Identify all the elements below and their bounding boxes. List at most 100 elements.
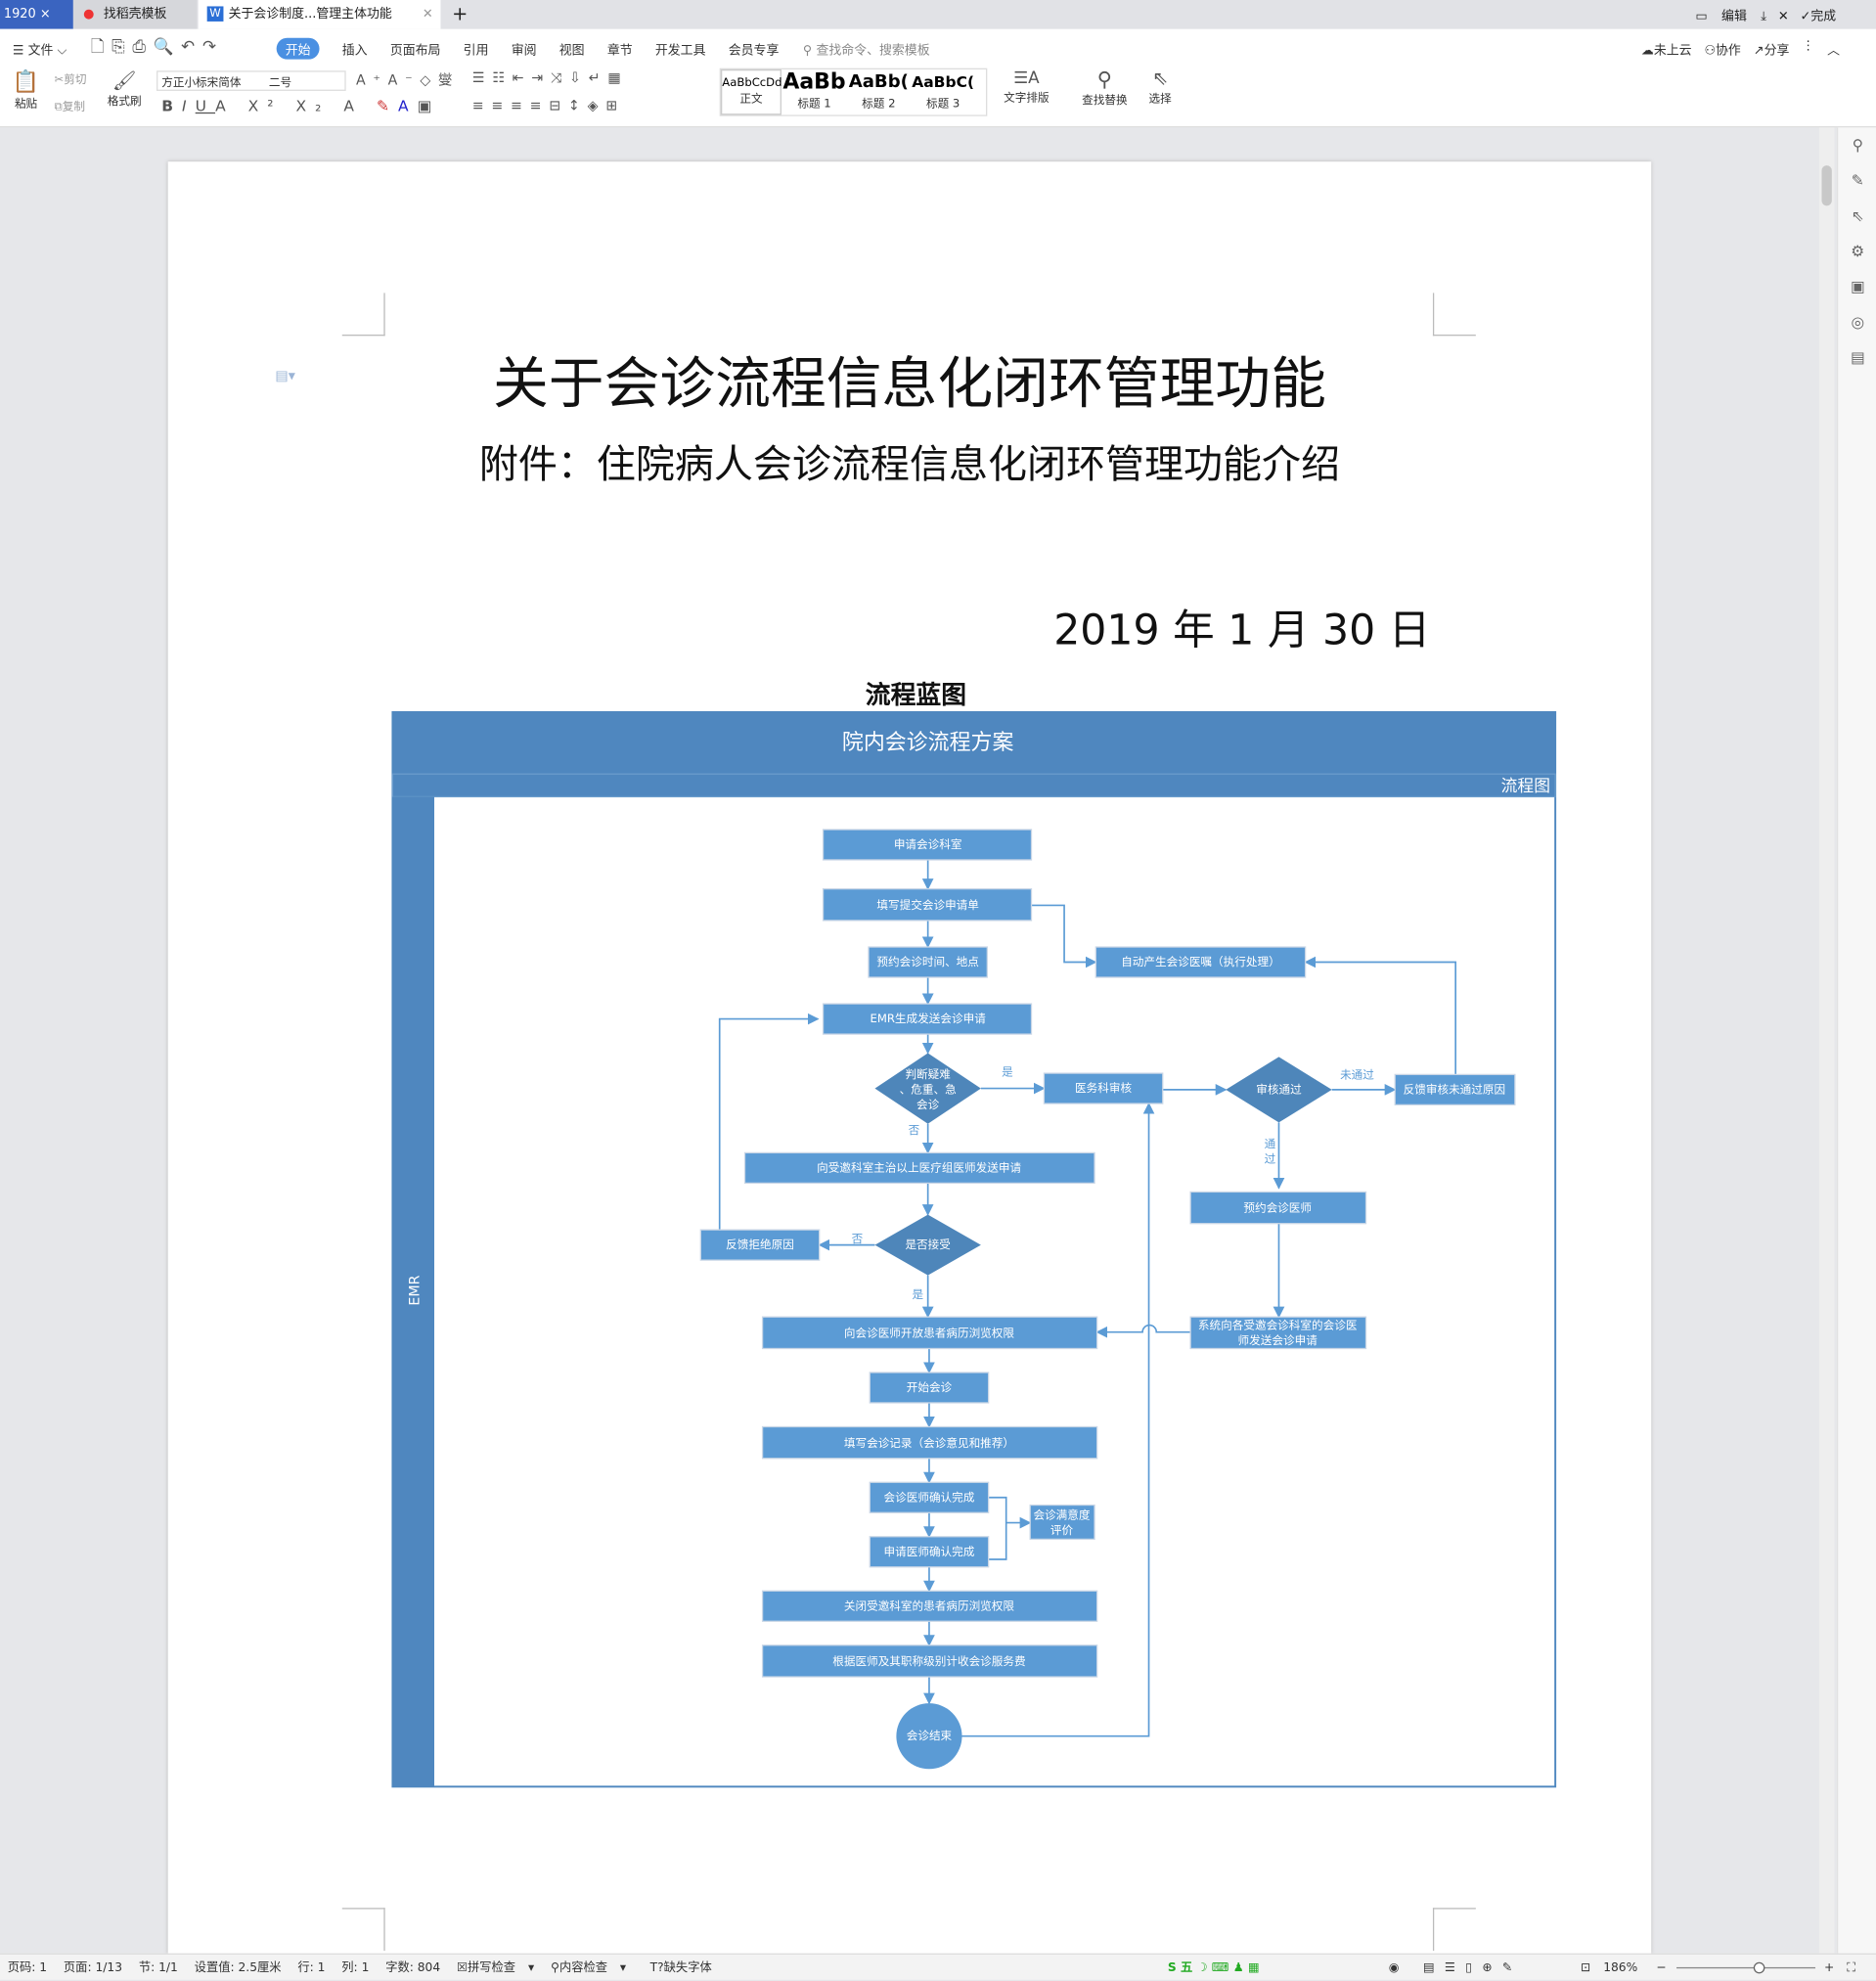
content-check-button[interactable]: ⚲内容检查▾ xyxy=(550,1960,627,1975)
edit-button[interactable]: 编辑 xyxy=(1721,10,1747,24)
size-value[interactable]: 二号 xyxy=(268,76,292,90)
font-value: 方正小标宋简体 xyxy=(161,76,242,90)
node-medical-review xyxy=(1043,1072,1164,1104)
paste-button[interactable]: 📋粘贴 xyxy=(13,69,39,112)
missing-font-button[interactable]: T?缺失字体 xyxy=(649,1960,712,1975)
zoom-in-icon[interactable]: + xyxy=(1824,1960,1835,1975)
layout-icon[interactable]: ▭ xyxy=(1695,10,1708,24)
style-label: 标题 1 xyxy=(797,98,831,112)
node-label: 自动产生会诊医嘱（执行处理） xyxy=(1121,955,1280,968)
status-page-number[interactable]: 页码: 1 xyxy=(7,1960,48,1975)
node-label: 申请医师确认完成 xyxy=(884,1545,975,1558)
tab-review[interactable]: 审阅 xyxy=(511,44,537,59)
node-open-records xyxy=(761,1316,1098,1350)
format-painter-button[interactable]: 🖌格式刷 xyxy=(108,69,142,109)
flowchart-subtitle: 流程图 xyxy=(1501,776,1550,795)
window-controls: ▭ 编辑 ⤓ ✕ ✓完成 xyxy=(1695,5,1836,23)
status-word-count[interactable]: 字数: 804 xyxy=(385,1960,441,1975)
quick-access-icons[interactable]: 🗋⎘⎙🔍↶↷ xyxy=(90,37,224,58)
status-pages[interactable]: 页面: 1/13 xyxy=(63,1960,123,1975)
node-label: 判断疑难 xyxy=(905,1067,951,1081)
node-reject-feedback xyxy=(1394,1073,1516,1106)
done-button[interactable]: 完成 xyxy=(1810,10,1837,24)
collab-button[interactable]: ⚇协作 xyxy=(1704,44,1741,59)
node-label: 向会诊医师开放患者病历浏览权限 xyxy=(844,1326,1015,1339)
image-icon[interactable]: ▣ xyxy=(1850,277,1865,296)
magnifier-icon: ⚲ xyxy=(1096,67,1112,91)
more-icon[interactable]: ⋮ xyxy=(1802,39,1815,54)
file-menu[interactable]: ☰ 文件 ⌵ xyxy=(12,44,67,59)
tab-layout[interactable]: 页面布局 xyxy=(389,44,441,59)
edge-label: 过 xyxy=(1265,1152,1276,1166)
tab-chapter[interactable]: 章节 xyxy=(606,44,633,59)
align-tools[interactable]: ≡≡≡≡⊟↕◈⊞ xyxy=(471,97,625,114)
command-search[interactable]: ⚲ 查找命令、搜索模板 xyxy=(802,44,930,59)
tab-view[interactable]: 视图 xyxy=(558,44,585,59)
tab-insert[interactable]: 插入 xyxy=(341,44,368,59)
find-replace-button[interactable]: ⚲查找替换 xyxy=(1082,67,1127,107)
tab-references[interactable]: 引用 xyxy=(463,44,489,59)
settings-icon[interactable]: ⚙ xyxy=(1851,242,1865,260)
brush-icon: 🖌 xyxy=(112,68,137,93)
share-button[interactable]: ↗分享 xyxy=(1753,44,1790,59)
node-consultant-confirm xyxy=(869,1481,990,1513)
close-tab-icon[interactable]: ✕ xyxy=(422,7,433,22)
style-heading-3[interactable]: AaBbC(标题 3 xyxy=(911,69,976,114)
paste-label: 粘贴 xyxy=(14,98,38,112)
ime-icon[interactable]: S 五 ☽ ⌨ ♟ ▦ xyxy=(1167,1960,1260,1975)
style-preview: AaBbCcDd xyxy=(722,76,782,90)
node-label: EMR生成发送会诊申请 xyxy=(871,1012,987,1025)
book-icon[interactable]: ▤ xyxy=(1850,348,1865,367)
zoom-slider[interactable] xyxy=(1676,1966,1816,1969)
edge xyxy=(988,1496,1007,1560)
node-label: 评价 xyxy=(1050,1523,1074,1537)
vertical-scrollbar[interactable] xyxy=(1818,127,1835,1954)
format-tools[interactable]: BIUA X² X₂ A ✎A▣ xyxy=(161,97,441,115)
zoom-level[interactable]: 186% xyxy=(1603,1960,1638,1975)
wps-writer-icon: W xyxy=(206,6,224,22)
tab-member[interactable]: 会员专享 xyxy=(728,44,780,59)
cloud-button[interactable]: ☁未上云 xyxy=(1640,44,1692,59)
font-select[interactable]: 方正小标宋简体 二号 xyxy=(156,70,346,91)
collapse-ribbon-icon[interactable]: ︿ xyxy=(1827,44,1841,59)
location-icon[interactable]: ◎ xyxy=(1851,313,1865,332)
style-heading-2[interactable]: AaBb(标题 2 xyxy=(847,69,911,114)
paragraph-tools[interactable]: ☰☷⇤⇥⤨⇩↵▦ xyxy=(471,68,629,86)
new-tab-button[interactable]: + xyxy=(452,2,469,25)
edge-label: 通 xyxy=(1265,1137,1276,1150)
document-title: 关于会诊流程信息化闭环管理功能 xyxy=(493,352,1326,417)
flowchart-title: 院内会诊流程方案 xyxy=(842,731,1014,755)
edge xyxy=(718,1013,820,1231)
fullscreen-icon[interactable]: ⛶ xyxy=(1847,1960,1855,1975)
sidebar-icon-1[interactable]: ⚲ xyxy=(1852,136,1863,155)
zoom-slider-thumb[interactable] xyxy=(1753,1961,1765,1974)
tab-dev-tools[interactable]: 开发工具 xyxy=(654,44,706,59)
node-label: 向受邀科室主治以上医疗组医师发送申请 xyxy=(817,1160,1021,1174)
zoom-out-icon[interactable]: − xyxy=(1656,1960,1667,1975)
download-icon[interactable]: ⤓ xyxy=(1761,10,1767,24)
section-heading: 流程蓝图 xyxy=(865,679,967,710)
cursor-icon[interactable]: ⇖ xyxy=(1851,206,1864,225)
view-mode-icons[interactable]: ◉ ▤☰▯⊕✎ xyxy=(1388,1960,1523,1975)
pen-icon[interactable]: ✎ xyxy=(1851,171,1864,190)
node-label: 系统向各受邀会诊科室的会诊医 xyxy=(1198,1319,1358,1332)
spell-check-button[interactable]: ☒拼写检查▾ xyxy=(456,1960,535,1975)
close-icon[interactable]: ✕ xyxy=(1777,10,1789,24)
cut-button[interactable]: ✂剪切 xyxy=(54,74,87,88)
tab-start[interactable]: 开始 xyxy=(276,37,320,60)
node-refuse-feedback xyxy=(699,1229,821,1261)
tab-templates[interactable]: ●找稻壳模板 xyxy=(72,0,198,29)
copy-button[interactable]: ⧉复制 xyxy=(54,101,86,114)
scroll-thumb[interactable] xyxy=(1821,165,1832,206)
font-size-tools[interactable]: A⁺A⁻◇燮 xyxy=(355,71,460,89)
select-button[interactable]: ⇖选择 xyxy=(1149,67,1172,106)
style-label: 标题 2 xyxy=(862,98,896,112)
node-label: 会诊医师确认完成 xyxy=(884,1490,975,1504)
paragraph-handle-icon[interactable]: ▤▾ xyxy=(275,367,295,384)
fit-icon[interactable]: ⊡ xyxy=(1580,1960,1591,1975)
